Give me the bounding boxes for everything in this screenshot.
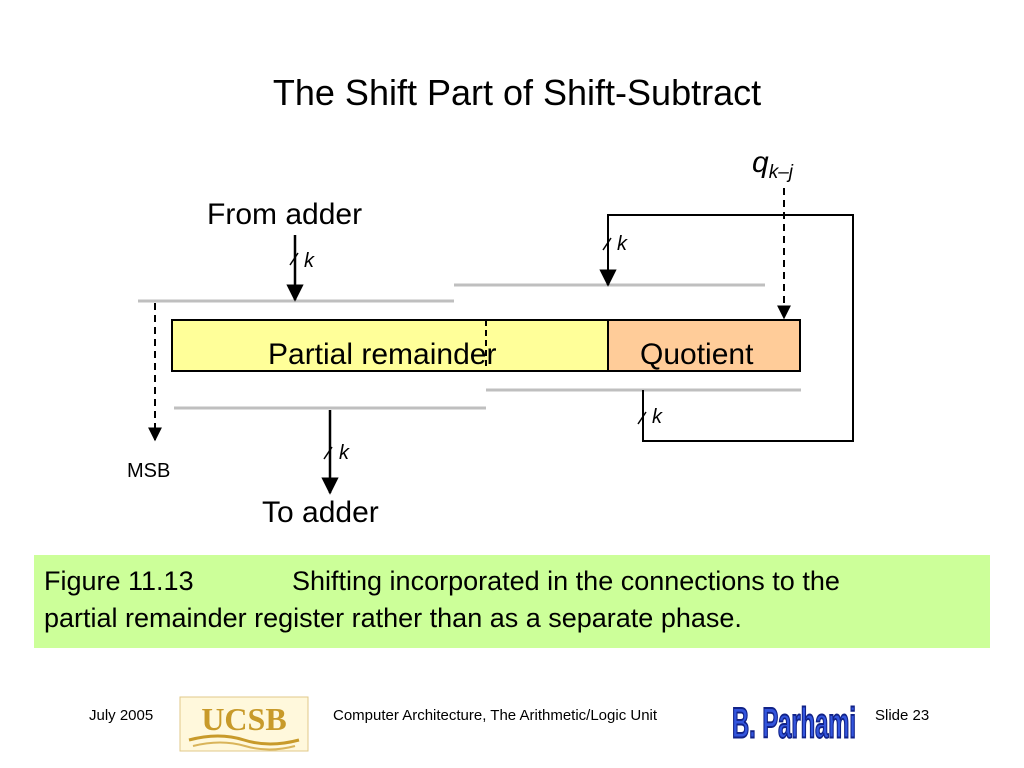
figure-caption: Figure 11.13 Shifting incorporated in the…: [34, 555, 990, 648]
msb-label: MSB: [127, 460, 171, 482]
quotient-bit-subscript: k–j: [768, 162, 793, 183]
caption-line-2: partial remainder register rather than a…: [44, 602, 742, 633]
quotient-box: [607, 319, 801, 372]
quotient-bit-main: q: [752, 146, 769, 179]
bus-slash-to-adder: [323, 446, 333, 460]
quotient-feedback-loop: [607, 214, 854, 442]
bus-width-loop-bottom: k: [652, 406, 662, 428]
partial-remainder-label: Partial remainder: [268, 338, 497, 371]
footer-course: Computer Architecture, The Arithmetic/Lo…: [333, 707, 658, 724]
slide-title: The Shift Part of Shift-Subtract: [272, 72, 762, 113]
bus-slash-loop-top: [602, 237, 612, 251]
shift-diagram: [138, 188, 854, 495]
footer-date: July 2005: [89, 707, 154, 724]
ucsb-logo: UCSB: [179, 696, 309, 752]
bus-slash-from-adder: [289, 252, 299, 266]
partial-remainder-box: [171, 319, 609, 372]
to-adder-label: To adder: [262, 496, 379, 529]
bus-slash-loop-bottom: [637, 411, 647, 425]
quotient-label: Quotient: [640, 338, 754, 371]
bus-width-loop-top: k: [617, 233, 627, 255]
caption-line-1: Shifting incorporated in the connections…: [292, 566, 840, 596]
bus-width-from-adder: k: [304, 250, 314, 272]
footer-slide-number: Slide 23: [875, 707, 930, 724]
author-logo-text: B. Parhami: [732, 700, 856, 747]
quotient-bit-label: qk–j: [752, 146, 793, 183]
author-logo: B. Parhami: [731, 699, 857, 748]
bus-width-to-adder: k: [339, 442, 349, 464]
figure-number: Figure 11.13: [44, 566, 194, 596]
from-adder-label: From adder: [207, 198, 363, 231]
ucsb-logo-text: UCSB: [201, 701, 286, 737]
